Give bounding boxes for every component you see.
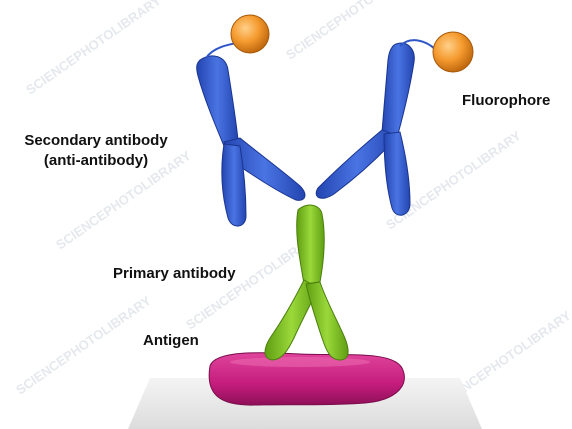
watermarks: SCIENCEPHOTOLIBRARY SCIENCEPHOTOLIBRARY … xyxy=(13,0,572,412)
secondary-antibody-label-line1: Secondary antibody xyxy=(8,132,184,150)
antigen-label: Antigen xyxy=(143,332,199,350)
primary-antibody-label: Primary antibody xyxy=(113,265,236,283)
watermark: SCIENCEPHOTOLIBRARY xyxy=(23,0,164,97)
secondary-antibody-right-shape xyxy=(316,43,414,215)
antigen-shape xyxy=(209,353,404,405)
fluorophore-right xyxy=(433,32,473,72)
fluorophore-label: Fluorophore xyxy=(462,92,550,110)
secondary-antibody-label-line2: (anti-antibody) xyxy=(8,152,184,170)
fluorophore-left xyxy=(231,15,269,53)
watermark: SCIENCEPHOTOLIBRARY xyxy=(13,293,154,398)
secondary-antibody-left-shape xyxy=(197,56,305,226)
primary-antibody-shape xyxy=(265,205,348,360)
